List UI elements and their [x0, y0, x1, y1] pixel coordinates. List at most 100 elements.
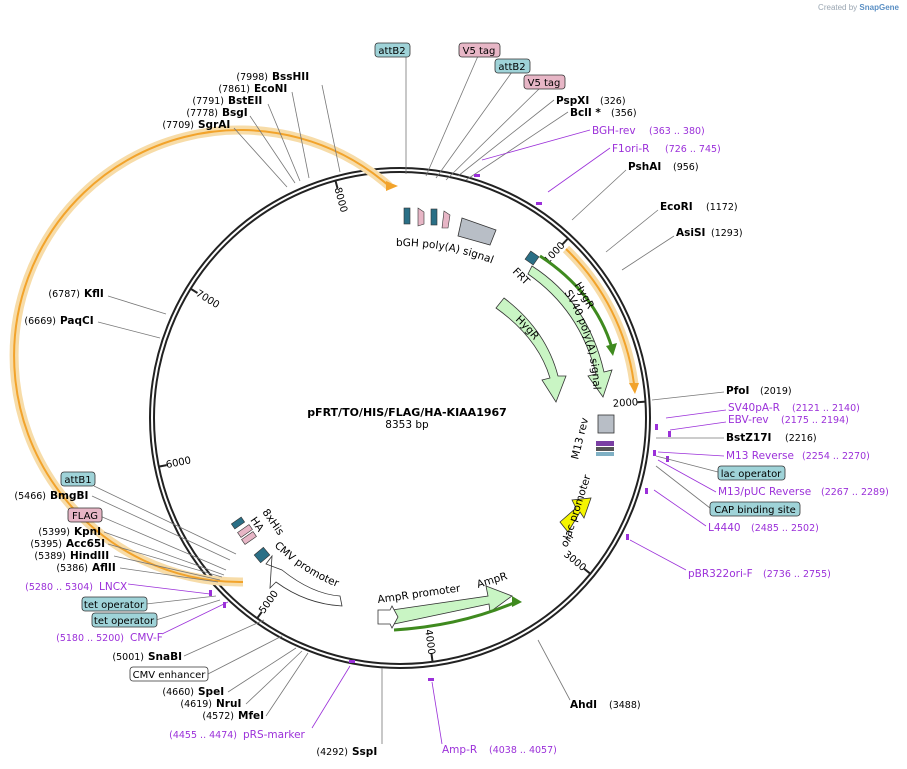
svg-text:FLAG: FLAG — [72, 511, 98, 522]
svg-text:AhdI: AhdI — [570, 699, 597, 711]
plasmid-length: 8353 bp — [385, 419, 429, 431]
enzyme-bsgi[interactable]: (7778)BsgI — [186, 107, 296, 184]
box-attb2-1[interactable]: attB2 — [374, 42, 411, 174]
enzyme-nrui[interactable]: (4619) NruI — [180, 650, 303, 710]
box-cap-binding-site[interactable]: CAP binding site — [655, 465, 801, 517]
primer-bgh-rev[interactable]: BGH-rev(363 .. 380) — [474, 125, 705, 177]
tick-mark-4000 — [430, 653, 434, 662]
enzyme-ahdi[interactable]: AhdI(3488) — [537, 639, 641, 711]
svg-text:V5 tag: V5 tag — [463, 46, 496, 57]
enzyme-spei[interactable]: (4660) SpeI — [162, 647, 297, 698]
enzyme-snabi[interactable]: (5001) SnaBI — [112, 619, 265, 663]
tick-label-6000: 6000 — [165, 455, 192, 471]
svg-text:(5395): (5395) — [30, 539, 62, 550]
svg-text:BclI *: BclI * — [570, 107, 601, 119]
enzyme-bstz17i[interactable]: BstZ17I(2216) — [656, 432, 817, 444]
enzyme-bsshii[interactable]: (7998)BssHII — [236, 71, 341, 173]
svg-text:Acc65I: Acc65I — [66, 538, 105, 550]
svg-text:attB1: attB1 — [64, 475, 91, 486]
primer-cmv-f[interactable]: (5180 .. 5200) CMV-F — [56, 601, 229, 644]
svg-text:(4455 .. 4474): (4455 .. 4474) — [169, 730, 237, 741]
svg-text:(2121 .. 2140): (2121 .. 2140) — [792, 403, 860, 414]
svg-text:PaqCI: PaqCI — [60, 315, 94, 327]
svg-text:(5001): (5001) — [112, 652, 144, 663]
label-ampr: AmpR — [475, 570, 509, 591]
primer-l4440[interactable]: L4440(2485 .. 2502) — [645, 488, 819, 534]
tick-label-3000: 3000 — [561, 549, 588, 574]
svg-text:(2267 .. 2289): (2267 .. 2289) — [821, 487, 889, 498]
enzyme-aflii[interactable]: (5386)AflII — [56, 562, 219, 583]
svg-text:(1172): (1172) — [706, 202, 738, 213]
hygr-feature — [457, 217, 617, 533]
box-tet-operator-1[interactable]: tet operator — [81, 595, 217, 612]
enzyme-asisi[interactable]: AsiSI(1293) — [621, 227, 743, 271]
enzyme-bsteii[interactable]: (7791)BstEII — [192, 95, 301, 182]
svg-text:CMV-F: CMV-F — [130, 632, 163, 644]
enzyme-sspi[interactable]: (4292)SspI — [316, 668, 383, 758]
tick-label-2000: 2000 — [612, 397, 638, 410]
svg-text:(2175 .. 2194): (2175 .. 2194) — [781, 415, 849, 426]
svg-text:SnaBI: SnaBI — [148, 651, 182, 663]
top-markers — [403, 207, 451, 229]
svg-text:BmgBI: BmgBI — [50, 490, 88, 502]
primer-m13-reverse[interactable]: M13 Reverse(2254 .. 2270) — [653, 450, 870, 462]
credit-brand[interactable]: SnapGene — [859, 3, 899, 12]
svg-text:EcoRI: EcoRI — [660, 201, 693, 213]
enzyme-ecori[interactable]: EcoRI (1172) — [605, 201, 738, 253]
enzyme-hindiii[interactable]: (5389)HindIII — [34, 550, 221, 581]
box-attb2-2[interactable]: attB2 — [435, 58, 531, 179]
enzyme-acc65i[interactable]: (5395) Acc65I — [30, 538, 223, 578]
primer-sv40pa-r[interactable]: SV40pA-R(2121 .. 2140) — [655, 402, 860, 430]
svg-text:(6787): (6787) — [48, 289, 80, 300]
primer-pbr322ori-f[interactable]: pBR322ori-F(2736 .. 2755) — [626, 534, 831, 580]
box-tet-operator-2[interactable]: tet operator — [91, 599, 221, 628]
svg-text:SgrAI: SgrAI — [198, 119, 230, 131]
svg-text:(5180 .. 5200): (5180 .. 5200) — [56, 633, 124, 644]
enzyme-pspxi[interactable]: PspXI(326) — [457, 95, 626, 177]
box-v5tag-1[interactable]: V5 tag — [425, 42, 501, 177]
enzyme-bcli[interactable]: BclI *(356) — [465, 107, 637, 181]
svg-text:LNCX: LNCX — [99, 581, 127, 593]
svg-text:lac operator: lac operator — [721, 469, 782, 480]
svg-text:AsiSI: AsiSI — [676, 227, 705, 239]
primer-f1ori-r[interactable]: F1ori-R(726 .. 745) — [536, 143, 721, 205]
enzyme-pshai[interactable]: PshAI(956) — [571, 161, 699, 221]
tick-mark-5000 — [256, 611, 263, 619]
enzyme-kfli[interactable]: (6787)KflI — [48, 288, 167, 315]
box-v5tag-2[interactable]: V5 tag — [445, 74, 566, 181]
svg-text:(4660): (4660) — [162, 687, 194, 698]
enzyme-mfei[interactable]: (4572)MfeI — [202, 652, 309, 722]
box-cmv-enhancer[interactable]: CMV enhancer — [129, 635, 283, 682]
primer-prs-marker[interactable]: (4455 .. 4474)pRS-marker — [169, 660, 355, 741]
svg-text:SpeI: SpeI — [198, 686, 224, 698]
tick-label-5000: 5000 — [257, 589, 281, 616]
box-flag[interactable]: FLAG — [67, 507, 227, 571]
box-attb1[interactable]: attB1 — [60, 471, 237, 555]
box-lac-operator[interactable]: lac operator — [655, 455, 786, 481]
enzyme-labels: (7998)BssHII (7861)EcoNI (7791)BstEII (7… — [14, 71, 816, 758]
enzyme-econi[interactable]: (7861)EcoNI — [218, 83, 310, 179]
svg-text:EcoNI: EcoNI — [254, 83, 287, 95]
tick-label-7000: 7000 — [194, 288, 221, 311]
svg-text:NruI: NruI — [216, 698, 241, 710]
enzyme-sgrai[interactable]: (7709)SgrAI — [162, 119, 288, 188]
tick-mark-6000 — [158, 464, 167, 468]
enzyme-pfoi[interactable]: PfoI(2019) — [651, 385, 792, 401]
primer-ebv-rev[interactable]: EBV-rev(2175 .. 2194) — [668, 414, 849, 437]
snapgene-credit: Created by SnapGene — [818, 3, 899, 12]
primer-labels: BGH-rev(363 .. 380) F1ori-R(726 .. 745) … — [25, 125, 889, 756]
enzyme-paqci[interactable]: (6669)PaqCI — [24, 315, 161, 339]
enzyme-kpni[interactable]: (5399)KpnI — [38, 526, 225, 576]
svg-text:PfoI: PfoI — [726, 385, 749, 397]
enzyme-bmgbi[interactable]: (5466) BmgBI — [14, 490, 231, 561]
svg-text:BstEII: BstEII — [228, 95, 262, 107]
svg-text:(726 .. 745): (726 .. 745) — [665, 144, 721, 155]
svg-text:(5466): (5466) — [14, 491, 46, 502]
primer-lncx[interactable]: (5280 .. 5304)LNCX — [25, 581, 212, 596]
svg-text:V5 tag: V5 tag — [528, 78, 561, 89]
svg-text:BGH-rev: BGH-rev — [592, 125, 636, 137]
svg-text:(4038 .. 4057): (4038 .. 4057) — [489, 745, 557, 756]
svg-text:(4619): (4619) — [180, 699, 212, 710]
primer-amp-r[interactable]: Amp-R(4038 .. 4057) — [428, 678, 557, 756]
